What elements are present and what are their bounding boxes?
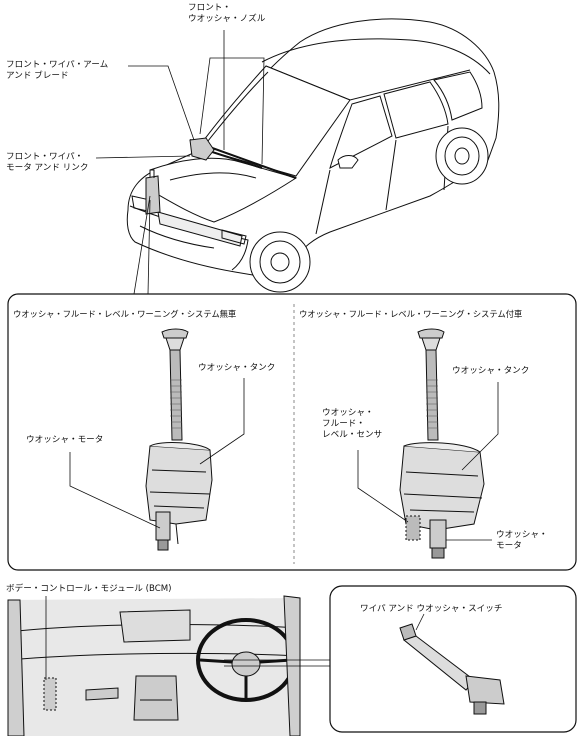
label-bcm: ボデー・コントロール・モジュール (BCM) [6,584,172,594]
label-right-level-sensor-line2: フルード・ [322,419,365,429]
label-right-washer-motor: ウオッシャ・ モータ [496,530,548,552]
leader-lines-left-panel [69,378,245,529]
label-front-wiper-motor-link-line2: モータ アンド リンク [6,163,89,173]
label-right-washer-motor-line1: ウオッシャ・ [496,530,548,540]
right-washer-tank-drawing [399,328,485,559]
label-right-washer-tank: ウオッシャ・タンク [452,366,530,376]
label-front-wiper-motor-link: フロント・ワイパ・ モータ アンド リンク [6,152,88,174]
panel-left-title: ウオッシャ・フルード・レベル・ワーニング・システム無車 [13,309,237,319]
label-right-level-sensor-line1: ウオッシャ・ [322,408,374,418]
vehicle-illustration [126,18,500,293]
panel-right-title: ウオッシャ・フルード・レベル・ワーニング・システム付車 [299,309,523,319]
label-front-wiper-arm-blade: フロント・ワイパ・アーム アンド ブレード [6,60,108,82]
leader-lines-interior [45,596,330,680]
wiper-switch-drawing [399,623,505,715]
label-left-washer-motor: ウオッシャ・モータ [26,435,104,445]
label-front-wiper-arm-blade-line1: フロント・ワイパ・アーム [6,60,109,70]
label-right-washer-motor-line2: モータ [496,541,522,551]
label-left-washer-tank: ウオッシャ・タンク [198,363,276,373]
label-front-washer-nozzle: フロント・ ウオッシャ・ノズル [188,3,265,25]
label-right-level-sensor-line3: レベル・センサ [322,430,383,440]
interior-illustration [7,595,301,736]
label-front-washer-nozzle-line1: フロント・ [188,3,231,13]
label-wiper-washer-switch: ワイパ アンド ウオッシャ・スイッチ [360,604,503,614]
label-right-level-sensor: ウオッシャ・ フルード・ レベル・センサ [322,408,382,441]
left-washer-tank-drawing [145,328,213,551]
label-front-wiper-motor-link-line1: フロント・ワイパ・ [6,152,84,162]
leader-lines-right-panel [357,382,499,541]
label-front-wiper-arm-blade-line2: アンド ブレード [6,71,69,81]
leader-lines-vehicle [95,30,265,295]
washer-panel-frame [7,293,577,571]
level-sensor-highlight [405,515,421,541]
bcm-highlight [43,677,57,711]
switch-detail-frame [329,585,577,733]
label-front-washer-nozzle-line2: ウオッシャ・ノズル [188,14,266,24]
leader-line-switch [415,613,425,631]
